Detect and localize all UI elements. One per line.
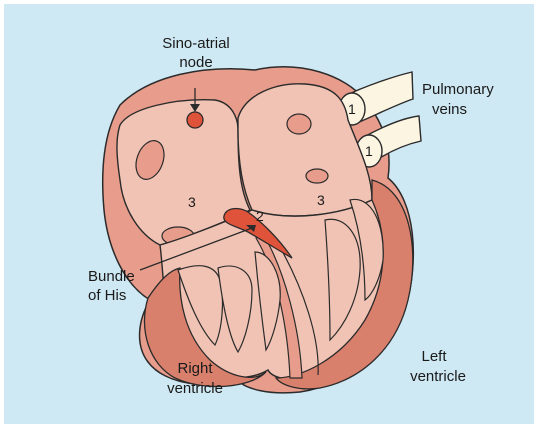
right-ventricle-label-line1: Right: [177, 360, 213, 377]
vein-number-lower: 1: [365, 143, 373, 159]
right-atrium-number: 3: [188, 194, 196, 210]
pulmonary-veins-label-line2: veins: [432, 101, 467, 118]
left-ventricle-label-line2: ventricle: [410, 368, 466, 385]
vein-number-upper: 1: [348, 101, 356, 117]
sino-atrial-node: [187, 112, 203, 128]
sa-node-label-line2: node: [179, 54, 212, 71]
pulmonary-veins-label-line1: Pulmonary: [422, 81, 494, 98]
right-ventricle-label-line2: ventricle: [167, 380, 223, 397]
bundle-label-line2: of His: [88, 287, 126, 304]
left-ventricle-label-line1: Left: [421, 348, 447, 365]
left-atrium-number: 3: [317, 192, 325, 208]
left-atrium-oval-lower: [306, 169, 328, 183]
bundle-number: 2: [256, 208, 264, 224]
left-atrium-oval-upper: [287, 114, 311, 134]
bundle-label-line1: Bundle: [88, 268, 135, 285]
sa-node-label-line1: Sino-atrial: [162, 35, 230, 52]
